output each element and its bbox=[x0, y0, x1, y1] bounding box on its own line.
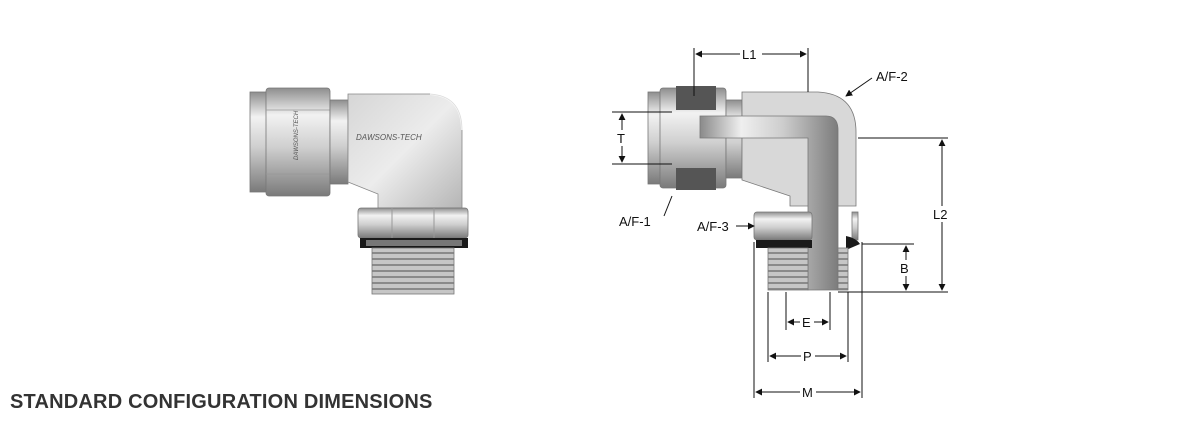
nut-brand-text: DAWSONS-TECH bbox=[294, 110, 300, 160]
elbow-body: DAWSONS-TECH bbox=[347, 93, 463, 209]
drawing-lock-nut bbox=[753, 211, 860, 291]
dim-L1-label: L1 bbox=[742, 47, 756, 62]
drawing-body bbox=[699, 91, 857, 291]
dimension-labels: L1 T A/F-1 A/F-2 A/F-3 L2 B E P M bbox=[616, 46, 954, 400]
section-heading: STANDARD CONFIGURATION DIMENSIONS bbox=[10, 391, 433, 413]
product-view: DAWSONS-TECH DAWSONS-TECH bbox=[249, 87, 469, 295]
dim-B-label: B bbox=[900, 261, 909, 276]
dim-E-label: E bbox=[802, 315, 811, 330]
dim-AF3-label: A/F-3 bbox=[697, 219, 729, 234]
dim-AF2-label: A/F-2 bbox=[876, 69, 908, 84]
dim-T-label: T bbox=[617, 131, 625, 146]
dimension-lines bbox=[612, 48, 948, 398]
body-brand-text: DAWSONS-TECH bbox=[356, 133, 422, 142]
dim-L2-label: L2 bbox=[933, 207, 947, 222]
dim-M-label: M bbox=[802, 385, 813, 400]
technical-drawing: L1 T A/F-1 A/F-2 A/F-3 L2 B E P M bbox=[612, 46, 954, 400]
lock-nut bbox=[357, 207, 469, 248]
port-thread bbox=[371, 247, 455, 295]
compression-nut: DAWSONS-TECH bbox=[249, 87, 349, 197]
dim-AF1-label: A/F-1 bbox=[619, 214, 651, 229]
dim-P-label: P bbox=[803, 349, 812, 364]
